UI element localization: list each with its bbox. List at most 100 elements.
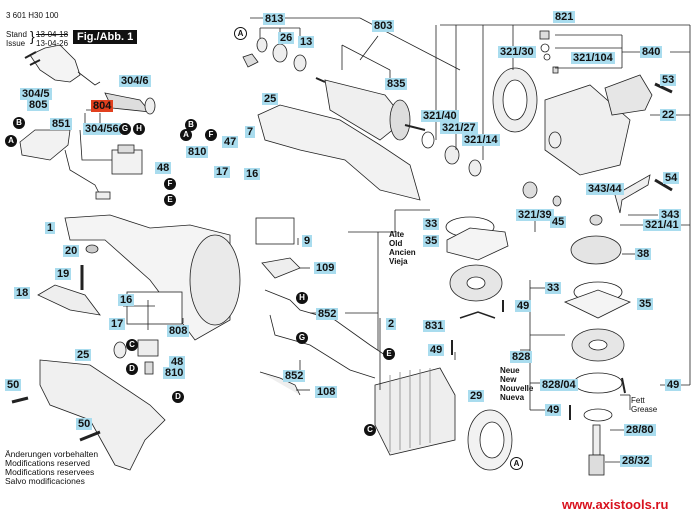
- new-variant-es: Nueva: [500, 393, 525, 402]
- part-label: 28/80: [624, 424, 656, 436]
- old-bearing-flange: [445, 216, 509, 355]
- part-label: 835: [385, 78, 408, 90]
- part-label: 109: [314, 262, 337, 274]
- part-label: 33: [423, 218, 440, 230]
- new-bearing-flange: [563, 281, 631, 422]
- spring-20: [85, 244, 99, 254]
- carbon-brush: [144, 361, 154, 375]
- part-label: 49: [515, 300, 532, 312]
- screw-53: [654, 82, 673, 94]
- armature: [315, 77, 426, 141]
- part-label: 321/39: [516, 209, 554, 221]
- part-label: 54: [663, 172, 680, 184]
- part-label: 852: [283, 370, 306, 382]
- footer-note-es: Salvo modificaciones: [5, 476, 85, 486]
- footer-note-fr: Modifications reservees: [5, 467, 95, 477]
- callout-d: D: [126, 363, 138, 375]
- part-label: 321/104: [571, 52, 615, 64]
- part-label: 1: [45, 222, 56, 234]
- part-label: 20: [63, 245, 80, 257]
- callout-c: C: [126, 339, 138, 351]
- watermark-url[interactable]: www.axistools.ru: [562, 497, 669, 512]
- new-variant-fr: Nouvelle: [500, 384, 534, 393]
- callout-a: A: [180, 129, 192, 141]
- callout-b: B: [13, 117, 25, 129]
- part-label: 35: [423, 235, 440, 247]
- callout-a: A: [510, 457, 523, 470]
- part-label: 810: [163, 367, 186, 379]
- part-label: 343/44: [586, 183, 624, 195]
- part-label: 321/40: [421, 110, 459, 122]
- part-label: 16: [244, 168, 261, 180]
- gear-head: [544, 84, 631, 176]
- part-label: 26: [278, 32, 295, 44]
- part-label: 321/41: [643, 219, 681, 231]
- part-label: 49: [428, 344, 445, 356]
- small-parts: [539, 30, 559, 74]
- field-coil: [374, 367, 456, 456]
- part-label: 25: [75, 349, 92, 361]
- part-label: 28/32: [620, 455, 652, 467]
- part-label: 7: [245, 126, 256, 138]
- gear-cover: [492, 67, 538, 133]
- callout-f: F: [205, 129, 217, 141]
- lock-lever: [614, 174, 651, 214]
- leader-lines: [86, 17, 691, 463]
- part-label: 19: [55, 268, 72, 280]
- part-label: 49: [665, 379, 682, 391]
- callout-h: H: [296, 292, 308, 304]
- part-label: 343: [659, 209, 682, 221]
- ball-bearing: [468, 159, 482, 177]
- part-label: 17: [214, 166, 231, 178]
- part-label: 17: [109, 318, 126, 330]
- old-date: 13-04-18: [36, 30, 69, 39]
- felt-grease-de: Fett: [631, 396, 645, 405]
- old-variant-fr: Ancien: [389, 248, 416, 257]
- old-variant-en: Old: [389, 239, 403, 248]
- crown-gear: [570, 235, 622, 265]
- part-number: 3 601 H30 100: [6, 11, 59, 20]
- switch-rod: [37, 284, 101, 316]
- part-label: 48: [169, 356, 186, 368]
- cover-109: [261, 257, 301, 279]
- insulation-808: [126, 291, 183, 325]
- part-label: 304/56: [83, 123, 121, 135]
- part-label: 48: [155, 162, 172, 174]
- bearing-sleeve: [444, 145, 460, 165]
- part-label: 828/04: [540, 379, 578, 391]
- auxiliary-handle: [11, 359, 166, 471]
- new-date: 13-04-26: [36, 39, 69, 48]
- bearings-top: [242, 37, 307, 72]
- retaining-ring: [421, 131, 435, 149]
- callout-b: B: [185, 119, 197, 131]
- lever-cover: [604, 74, 653, 116]
- new-variant-de: Neue: [500, 366, 520, 375]
- part-label: 2: [386, 318, 397, 330]
- part-label: 33: [545, 282, 562, 294]
- stand-label: Stand: [6, 30, 27, 39]
- part-label: 45: [550, 216, 567, 228]
- motor-housing: [64, 214, 241, 341]
- part-label: 813: [263, 13, 286, 25]
- figure-tag: Fig./Abb. 1: [73, 30, 138, 44]
- part-label: 810: [186, 146, 209, 158]
- part-label: 47: [222, 136, 239, 148]
- part-label: 35: [637, 298, 654, 310]
- part-label: 304/6: [119, 75, 151, 87]
- spindle: [588, 424, 605, 476]
- power-plug: [24, 44, 101, 86]
- part-label: 9: [302, 235, 313, 247]
- old-variant-es: Vieja: [389, 257, 408, 266]
- callout-g: G: [119, 123, 131, 135]
- callout-g: G: [296, 332, 308, 344]
- part-label: 50: [76, 418, 93, 430]
- callout-a: A: [234, 27, 247, 40]
- part-label: 50: [5, 379, 22, 391]
- screw-54: [654, 178, 673, 192]
- issue-label: Issue: [6, 39, 26, 48]
- part-label: 49: [545, 404, 562, 416]
- old-variant-de: Alte: [389, 230, 405, 239]
- new-variant-en: New: [500, 375, 517, 384]
- part-label: 840: [640, 46, 663, 58]
- part-label: 38: [635, 248, 652, 260]
